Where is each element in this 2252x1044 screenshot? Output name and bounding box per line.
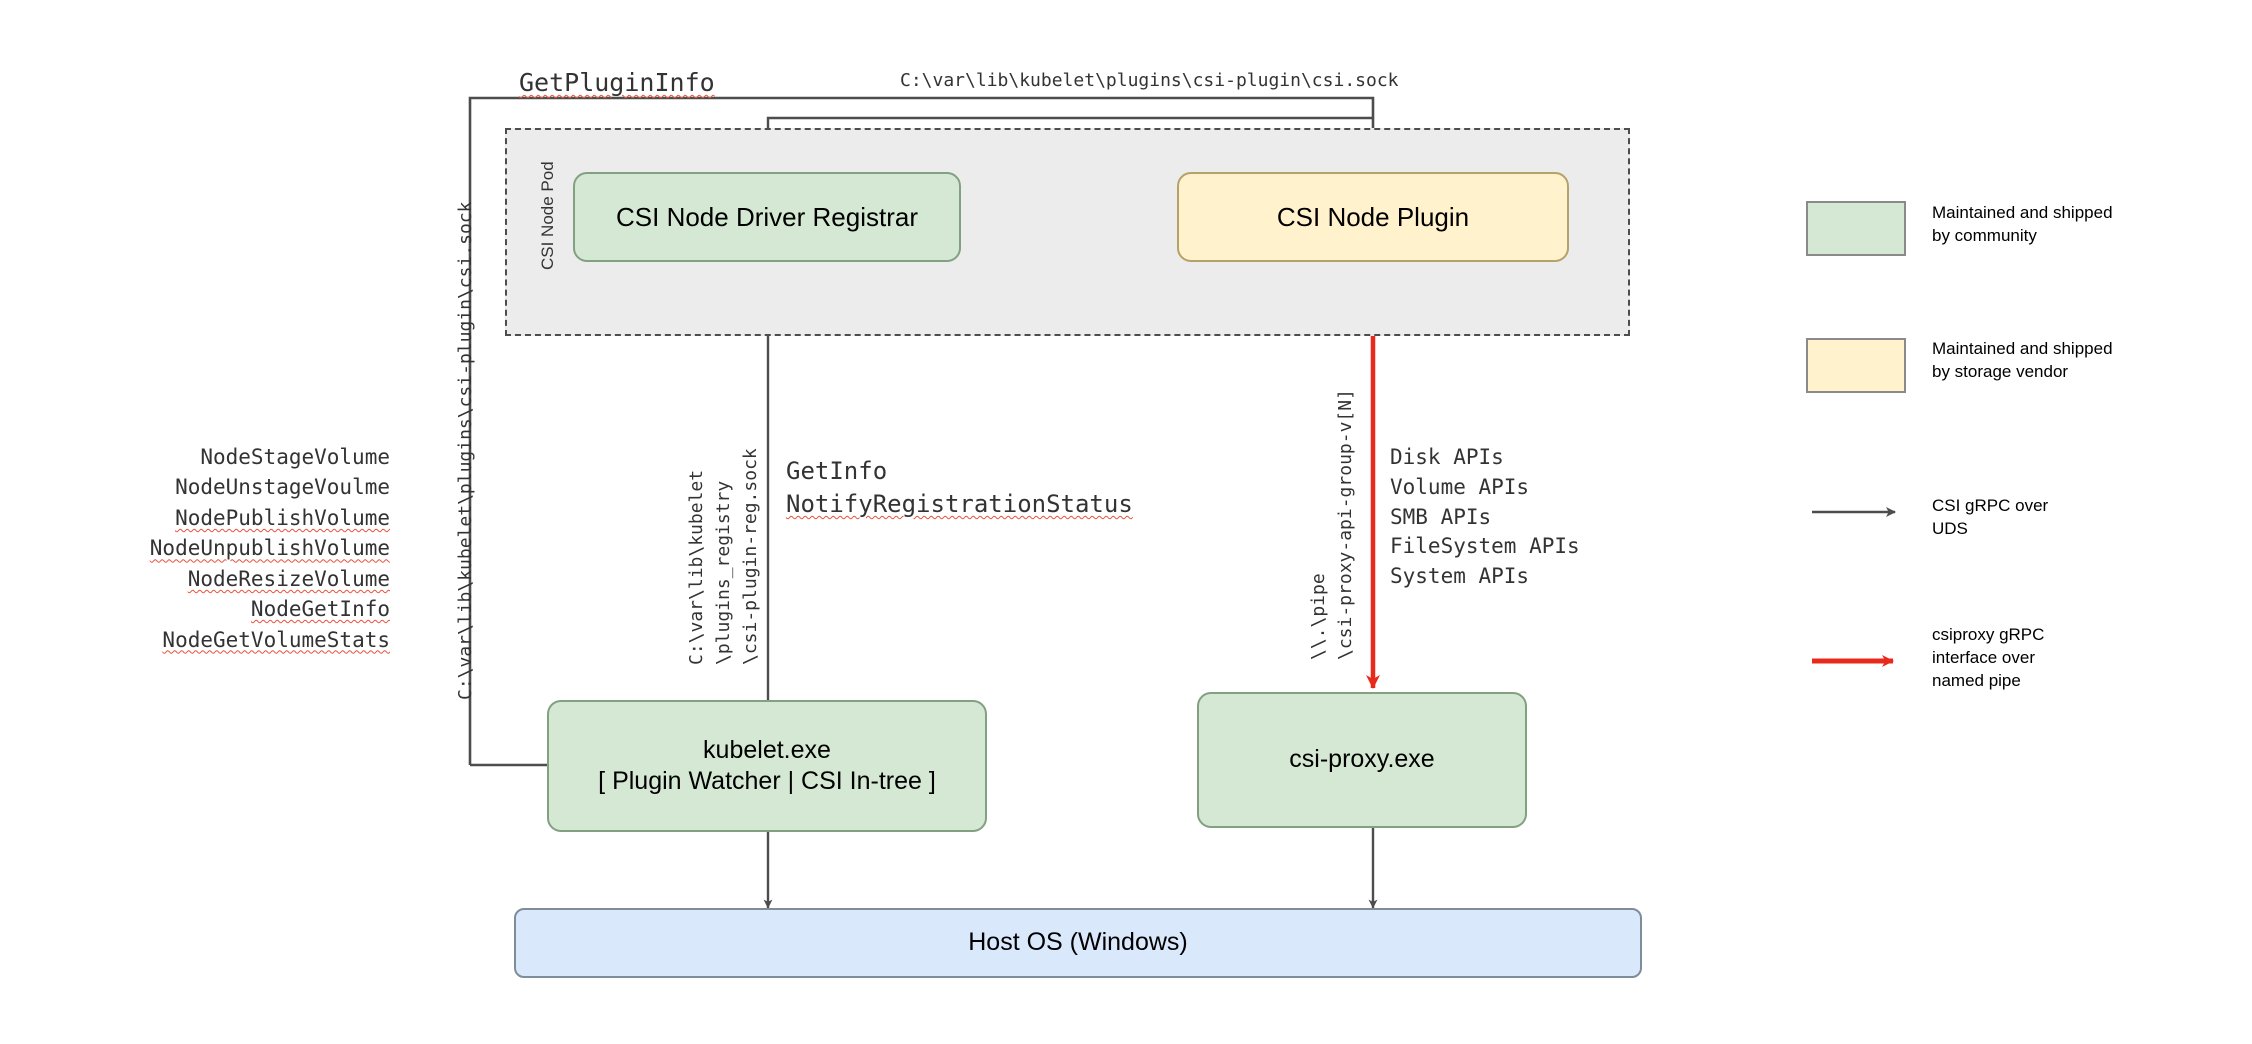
node-kubelet-exe[interactable]: kubelet.exe [ Plugin Watcher | CSI In-tr…: [547, 700, 987, 832]
legend-label-csi-grpc-uds: CSI gRPC over UDS: [1932, 496, 2049, 538]
legend-swatch-storage-vendor: [1806, 338, 1906, 393]
node-csi-node-driver-registrar[interactable]: CSI Node Driver Registrar: [573, 172, 961, 262]
label-get-info: GetInfo: [786, 457, 888, 485]
label-csi-sock-top: C:\var\lib\kubelet\plugins\csi-plugin\cs…: [900, 70, 1399, 91]
node-csi-proxy-exe[interactable]: csi-proxy.exe: [1197, 692, 1527, 828]
legend-label-community: Maintained and shipped by community: [1932, 203, 2113, 245]
registry-sock-line3: \csi-plugin-reg.sock: [740, 448, 761, 665]
registry-sock-line1: C:\var\lib\kubelet: [686, 469, 707, 665]
node-operation-item: NodeStageVolume: [200, 445, 390, 469]
registry-sock-line2: \plugins_registry: [713, 480, 734, 665]
node-operation-item: NodePublishVolume: [175, 505, 390, 530]
node-operation-item: NodeUnpublishVolume: [149, 536, 390, 561]
legend-label-csiproxy-grpc: csiproxy gRPC interface over named pipe: [1932, 625, 2045, 690]
label-named-pipe: \\.\pipe \csi-proxy-api-group-v[N]: [1305, 389, 1359, 660]
host-os-label: Host OS (Windows): [968, 928, 1188, 957]
kubelet-line1: kubelet.exe: [703, 735, 831, 764]
label-csi-sock-left: C:\var\lib\kubelet\plugins\csi-plugin\cs…: [455, 201, 476, 701]
legend: [1800, 180, 2220, 700]
label-get-plugin-info: GetPluginInfo: [519, 68, 715, 97]
node-operation-item: NodeGetInfo: [250, 597, 390, 622]
csi-proxy-label: csi-proxy.exe: [1289, 745, 1435, 774]
label-notify-registration-status: NotifyRegistrationStatus: [786, 490, 1133, 518]
legend-swatch-community: [1806, 201, 1906, 256]
node-operation-item: NodeResizeVolume: [187, 566, 390, 591]
csi-proxy-api-groups: Disk APIs Volume APIs SMB APIs FileSyste…: [1390, 445, 1580, 589]
node-csi-node-plugin[interactable]: CSI Node Plugin: [1177, 172, 1569, 262]
node-operation-item: NodeUnstageVoulme: [175, 475, 390, 500]
legend-label-storage-vendor: Maintained and shipped by storage vendor: [1932, 339, 2113, 381]
node-registrar-label: CSI Node Driver Registrar: [616, 201, 918, 232]
named-pipe-line2: \csi-proxy-api-group-v[N]: [1335, 389, 1356, 660]
node-host-os[interactable]: Host OS (Windows): [514, 908, 1642, 978]
kubelet-line2: [ Plugin Watcher | CSI In-tree ]: [598, 767, 936, 795]
csi-node-pod-label: CSI Node Pod: [538, 161, 557, 270]
node-operation-item: NodeGetVolumeStats: [162, 627, 390, 652]
label-plugins-registry-sock: C:\var\lib\kubelet \plugins_registry \cs…: [683, 448, 764, 665]
node-plugin-label: CSI Node Plugin: [1276, 201, 1470, 232]
named-pipe-line1: \\.\pipe: [1308, 573, 1329, 660]
